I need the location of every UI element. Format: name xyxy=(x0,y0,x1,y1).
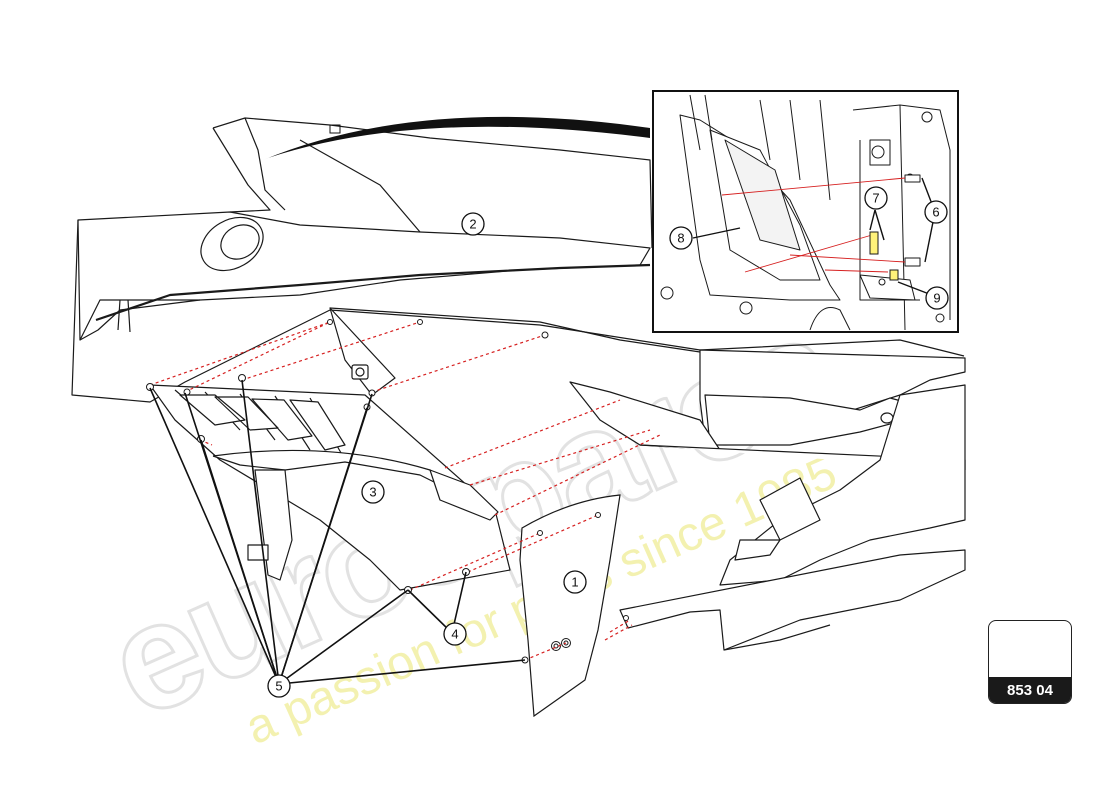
callout-3: 3 xyxy=(361,480,385,504)
callout-8: 8 xyxy=(669,226,693,250)
rear-body-panel xyxy=(71,117,965,403)
fasteners-part1 xyxy=(551,615,629,651)
callout-2: 2 xyxy=(461,212,485,236)
diagram-reference-badge: 853 04 xyxy=(988,620,1072,704)
right-side-body xyxy=(569,349,966,651)
vent-assembly xyxy=(149,307,511,591)
callout-6: 6 xyxy=(924,200,948,224)
callout-7: 7 xyxy=(864,186,888,210)
callout-leaders xyxy=(149,379,526,685)
callout-8-label: 8 xyxy=(677,231,684,246)
callout-3-label: 3 xyxy=(369,485,376,500)
trim-clip xyxy=(329,124,341,134)
callout-6-label: 6 xyxy=(932,205,939,220)
red-leader-lines xyxy=(149,321,661,661)
callout-5-label: 5 xyxy=(275,679,282,694)
top-trim-strip xyxy=(263,116,650,160)
callout-7-label: 7 xyxy=(872,191,879,206)
lower-panel-part xyxy=(519,494,621,718)
callout-9: 9 xyxy=(925,286,949,310)
callout-5: 5 xyxy=(267,674,291,698)
callout-4-label: 4 xyxy=(451,627,458,642)
inset-detail xyxy=(652,90,959,333)
callout-1: 1 xyxy=(563,570,587,594)
callout-1-label: 1 xyxy=(571,575,578,590)
callout-9-label: 9 xyxy=(933,291,940,306)
callout-4: 4 xyxy=(443,622,467,646)
callout-2-label: 2 xyxy=(469,217,476,232)
diagram-reference-code: 853 04 xyxy=(989,677,1071,703)
